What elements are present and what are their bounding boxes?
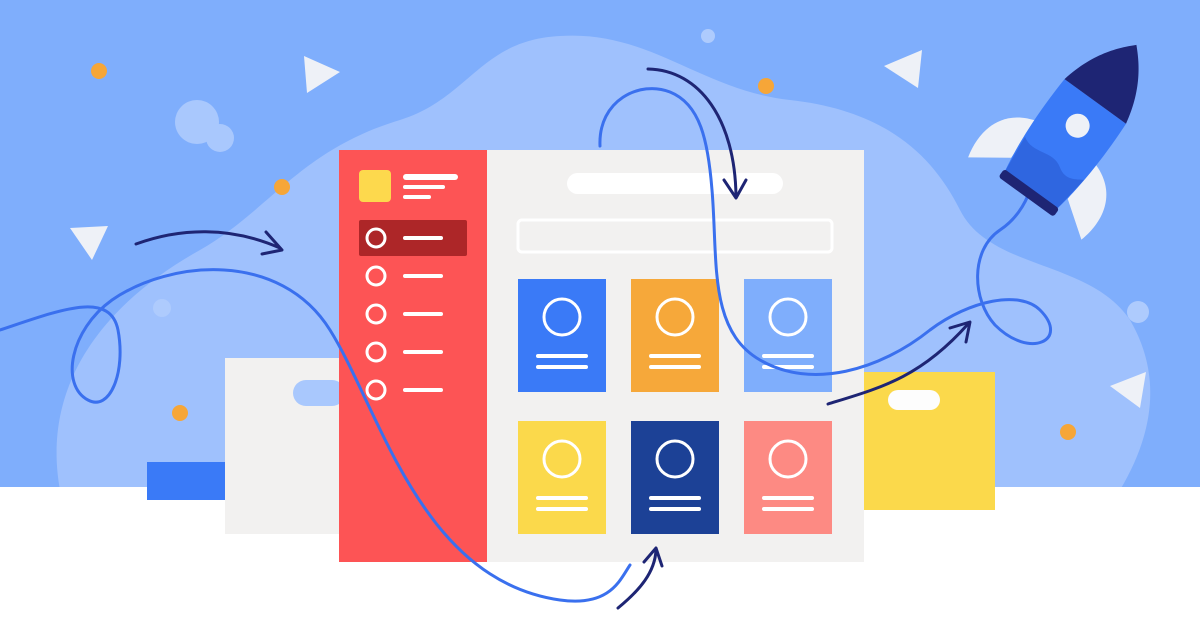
user-avatar-icon [655, 439, 695, 479]
card-text-line [536, 507, 588, 511]
sidebar-item[interactable] [365, 303, 443, 325]
arrow-icon [826, 322, 970, 406]
profile-card[interactable] [518, 421, 606, 534]
triangle-icon [1110, 372, 1146, 408]
app-subtitle-line [403, 185, 445, 189]
flow-line [0, 268, 632, 603]
bubble-icon [153, 299, 171, 317]
app-window [339, 150, 864, 562]
dot-icon [758, 78, 774, 94]
app-subtitle-line [403, 195, 431, 199]
card-text-line [536, 496, 588, 500]
back-panel-left-handle [293, 380, 345, 406]
arrow-icon [948, 320, 972, 344]
rocket-window [1065, 113, 1090, 138]
arrow-icon [616, 548, 658, 610]
user-avatar-icon [655, 297, 695, 337]
arrow-icon [722, 178, 748, 200]
triangle-icon [884, 50, 922, 88]
sidebar-item-label [403, 312, 443, 316]
circle-icon [365, 379, 387, 401]
card-text-line [649, 507, 701, 511]
circle-icon [365, 227, 387, 249]
arrow-icon [260, 230, 284, 256]
card-text-line [536, 365, 588, 369]
triangle-icon [304, 56, 340, 93]
dot-icon [1060, 424, 1076, 440]
rocket-shade [1004, 136, 1085, 210]
card-grid [518, 279, 832, 534]
sidebar [339, 150, 487, 562]
rocket-icon [968, 44, 1139, 240]
rocket-base [999, 170, 1059, 216]
dot-icon [91, 63, 107, 79]
arrows [134, 67, 972, 610]
user-avatar-icon [768, 297, 808, 337]
profile-card[interactable] [518, 279, 606, 392]
sidebar-nav [359, 220, 467, 401]
rocket-fin [968, 117, 1038, 158]
app-title-line [403, 174, 458, 180]
user-avatar-icon [768, 439, 808, 479]
card-text-line [649, 496, 701, 500]
sidebar-item-label [403, 236, 443, 240]
rocket-fin [1067, 162, 1107, 240]
sidebar-item-label [403, 388, 443, 392]
sidebar-item-label [403, 274, 443, 278]
card-text-line [762, 507, 814, 511]
search-input[interactable] [516, 218, 834, 254]
circle-icon [365, 341, 387, 363]
arrow-icon [642, 546, 664, 568]
card-text-line [762, 496, 814, 500]
user-avatar-icon [542, 439, 582, 479]
circle-icon [365, 303, 387, 325]
arrow-icon [134, 230, 282, 250]
arrow-icon [646, 67, 738, 198]
rocket-nose [1064, 44, 1139, 124]
card-text-line [649, 365, 701, 369]
circle-icon [365, 265, 387, 287]
flow-lines [0, 87, 1053, 603]
dot-icon [274, 179, 290, 195]
sidebar-item[interactable] [365, 341, 443, 363]
card-text-line [762, 354, 814, 358]
flow-line [598, 87, 1053, 376]
sidebar-item[interactable] [359, 220, 467, 256]
dot-icon [172, 405, 188, 421]
triangle-icon [70, 226, 108, 260]
card-text-line [649, 354, 701, 358]
app-logo [359, 170, 391, 202]
back-panel-right-handle [888, 390, 940, 410]
bubble-icon [701, 29, 715, 43]
profile-card[interactable] [631, 279, 719, 392]
user-avatar-icon [542, 297, 582, 337]
back-panel-blue-strip [147, 462, 237, 500]
card-text-line [536, 354, 588, 358]
profile-card[interactable] [631, 421, 719, 534]
background-shapes [70, 29, 1149, 440]
bubble-icon [1127, 301, 1149, 323]
sidebar-item[interactable] [365, 379, 443, 401]
profile-card[interactable] [744, 421, 832, 534]
sidebar-item-label [403, 350, 443, 354]
bubble-icon [206, 124, 234, 152]
sidebar-item[interactable] [365, 265, 443, 287]
header-title-bar [567, 173, 783, 194]
